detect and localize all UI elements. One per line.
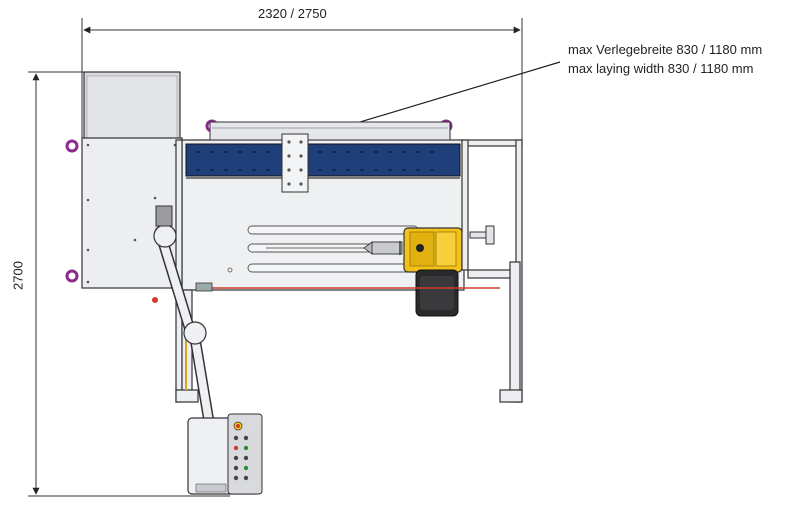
spindle: [371, 241, 403, 255]
right-frame-brace: [469, 225, 495, 245]
laying-width-annotation: max Verlegebreite 830 / 1180 mm max layi…: [568, 40, 762, 78]
height-dimension-label: 2700: [10, 261, 26, 290]
right-side-frame: [461, 139, 523, 403]
top-guide-rail: [209, 121, 451, 141]
laying-belt: [185, 143, 461, 177]
width-dimension-label: 2320 / 2750: [258, 6, 327, 21]
width-dimension-line: [81, 18, 523, 140]
carriage-plate: [281, 133, 309, 193]
control-pendant: [187, 413, 263, 495]
annotation-line-german: max Verlegebreite 830 / 1180 mm: [568, 42, 763, 57]
annotation-line-english: max laying width 830 / 1180 mm: [568, 61, 754, 76]
cable-connector: [195, 282, 213, 292]
